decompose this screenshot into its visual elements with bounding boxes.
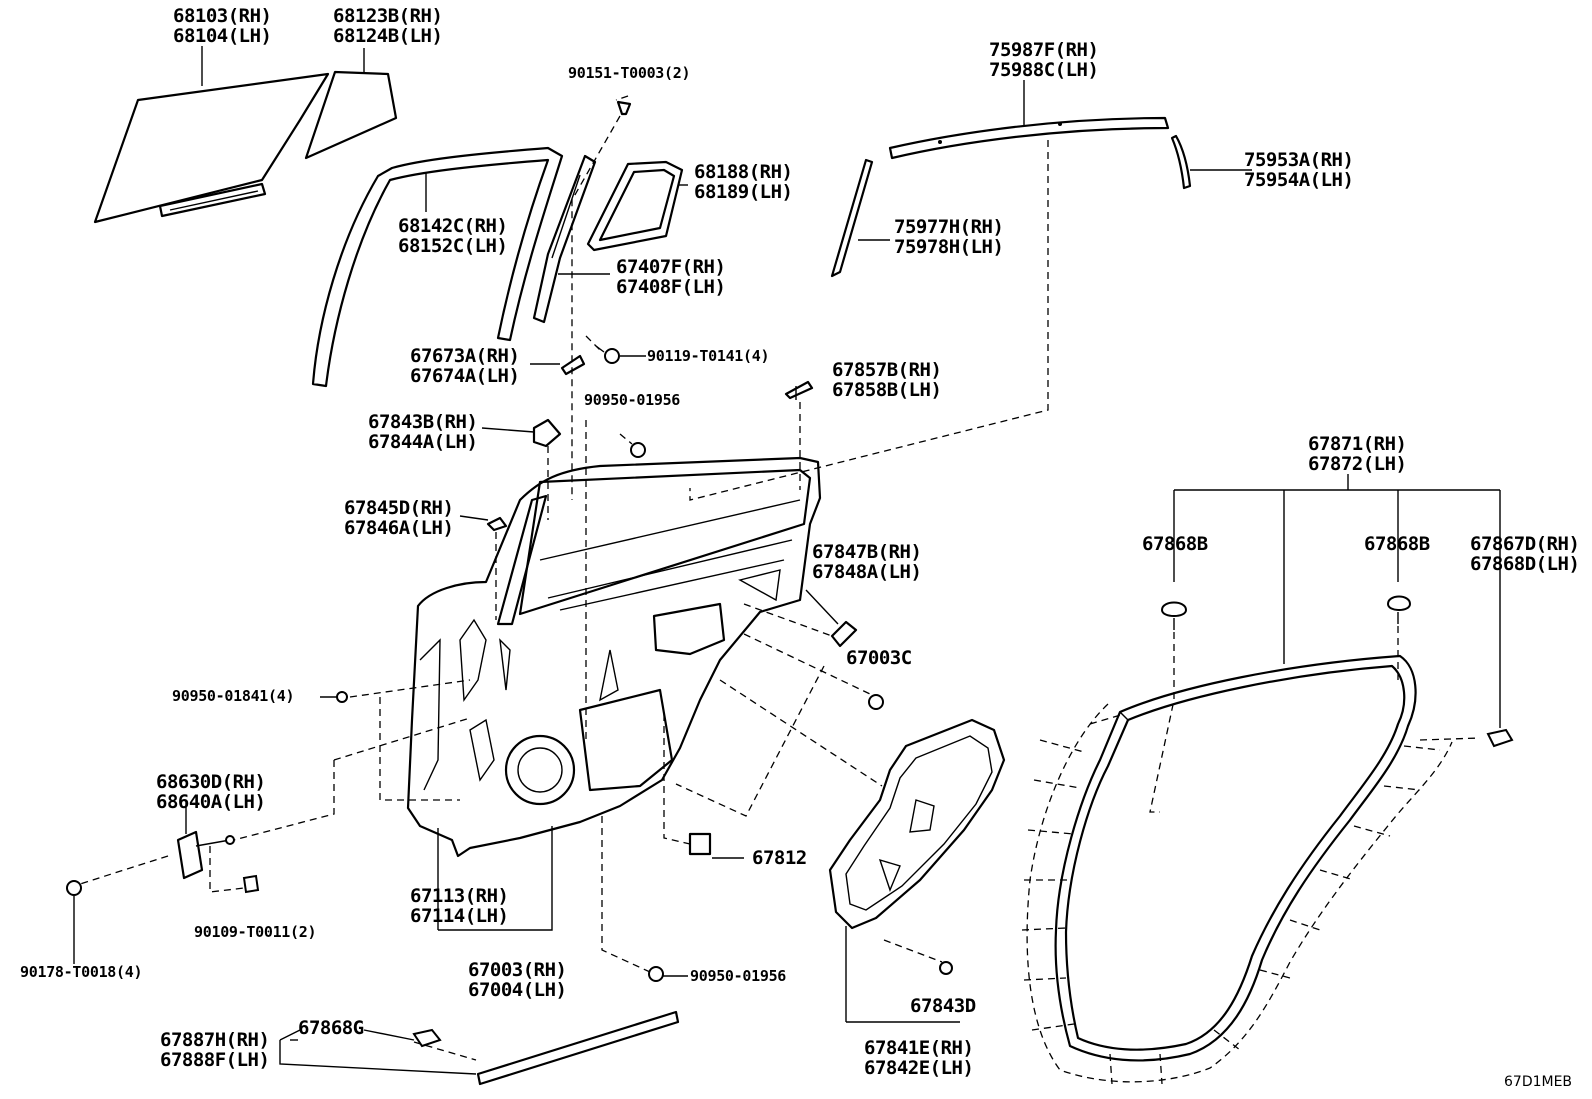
label-67673a: 67673A(RH)67674A(LH) (410, 345, 520, 387)
label-90178: 90178-T0018(4) (20, 963, 143, 981)
label-67003c: 67003C (846, 647, 912, 669)
label-90950-bottom: 90950-01956 (690, 967, 787, 985)
label-67868g: 67868G (298, 1017, 364, 1039)
label-67113: 67113(RH)67114(LH) (410, 885, 509, 927)
nut-90950-01841 (336, 691, 348, 703)
dashed-guides (79, 95, 1481, 1085)
clip-67845d (486, 516, 508, 532)
clip-67673a (560, 354, 586, 376)
label-90950-01841: 90950-01841(4) (172, 687, 295, 705)
division-bar-part (532, 154, 597, 324)
label-67847b: 67847B(RH)67848A(LH) (812, 541, 922, 583)
belt-molding-part (476, 1010, 680, 1086)
service-hole-cover-part (828, 718, 1006, 930)
label-67857b: 67857B(RH)67858B(LH) (832, 359, 942, 401)
label-67845d: 67845D(RH)67846A(LH) (344, 497, 454, 539)
molding-end-part (1170, 134, 1192, 190)
label-68142c: 68142C(RH)68152C(LH) (398, 215, 508, 257)
quarter-window-frame-part (586, 160, 684, 252)
label-67868b-left: 67868B (1142, 533, 1208, 555)
label-67843d: 67843D (910, 995, 976, 1017)
bolt-90109 (242, 874, 260, 894)
label-67812: 67812 (752, 847, 807, 869)
diagram-code: 67D1MEB (1504, 1074, 1573, 1090)
label-67407f: 67407F(RH)67408F(LH) (616, 256, 726, 298)
pillar-molding-part (830, 158, 874, 278)
roof-drip-molding-part (888, 116, 1170, 160)
nut-90950-bottom (648, 966, 664, 982)
label-67887h: 67887H(RH)67888F(LH) (160, 1029, 270, 1071)
label-90109: 90109-T0011(2) (194, 923, 317, 941)
label-67843b: 67843B(RH)67844A(LH) (368, 411, 478, 453)
label-67867d: 67867D(RH)67868D(LH) (1470, 533, 1580, 575)
clip-67868b-left (1160, 601, 1188, 630)
label-75977h: 75977H(RH)75978H(LH) (894, 216, 1004, 258)
label-90119: 90119-T0141(4) (647, 347, 770, 365)
label-68630d: 68630D(RH)68640A(LH) (156, 771, 266, 813)
label-90151: 90151-T0003(2) (568, 64, 691, 82)
screw-67843d (939, 961, 953, 975)
label-68188: 68188(RH)68189(LH) (694, 161, 793, 203)
label-90950-top: 90950-01956 (584, 391, 681, 409)
glass-run-channel-part (311, 146, 564, 388)
door-weatherstrip-part (1054, 654, 1417, 1062)
nut-90178 (66, 880, 82, 896)
clip-67868g (412, 1028, 442, 1048)
label-68123b: 68123B(RH)68124B(LH) (333, 5, 443, 47)
door-hinge-part (176, 830, 235, 880)
leader-lines (73, 46, 1501, 1075)
label-67871: 67871(RH)67872(LH) (1308, 433, 1407, 475)
clip-67867d (1486, 728, 1514, 748)
pad-67812 (688, 832, 712, 856)
clip-90151 (616, 100, 632, 116)
clip-67857b (784, 380, 814, 400)
door-glass-part (93, 72, 330, 224)
label-67003: 67003(RH)67004(LH) (468, 959, 567, 1001)
label-68103: 68103(RH)68104(LH) (173, 5, 272, 47)
label-75987f: 75987F(RH)75988C(LH) (989, 39, 1099, 81)
label-67868b-right: 67868B (1364, 533, 1430, 555)
clip-67847b (830, 620, 858, 648)
label-75953a: 75953A(RH)75954A(LH) (1244, 149, 1354, 191)
clip-67843b (532, 418, 562, 448)
clip-67868b-right (1386, 595, 1412, 624)
nut-67003c (868, 694, 884, 710)
rear-door-panel-part (406, 456, 822, 858)
nut-90950-top (630, 442, 646, 458)
label-67841e: 67841E(RH)67842E(LH) (864, 1037, 974, 1079)
quarter-glass-part (304, 70, 398, 160)
